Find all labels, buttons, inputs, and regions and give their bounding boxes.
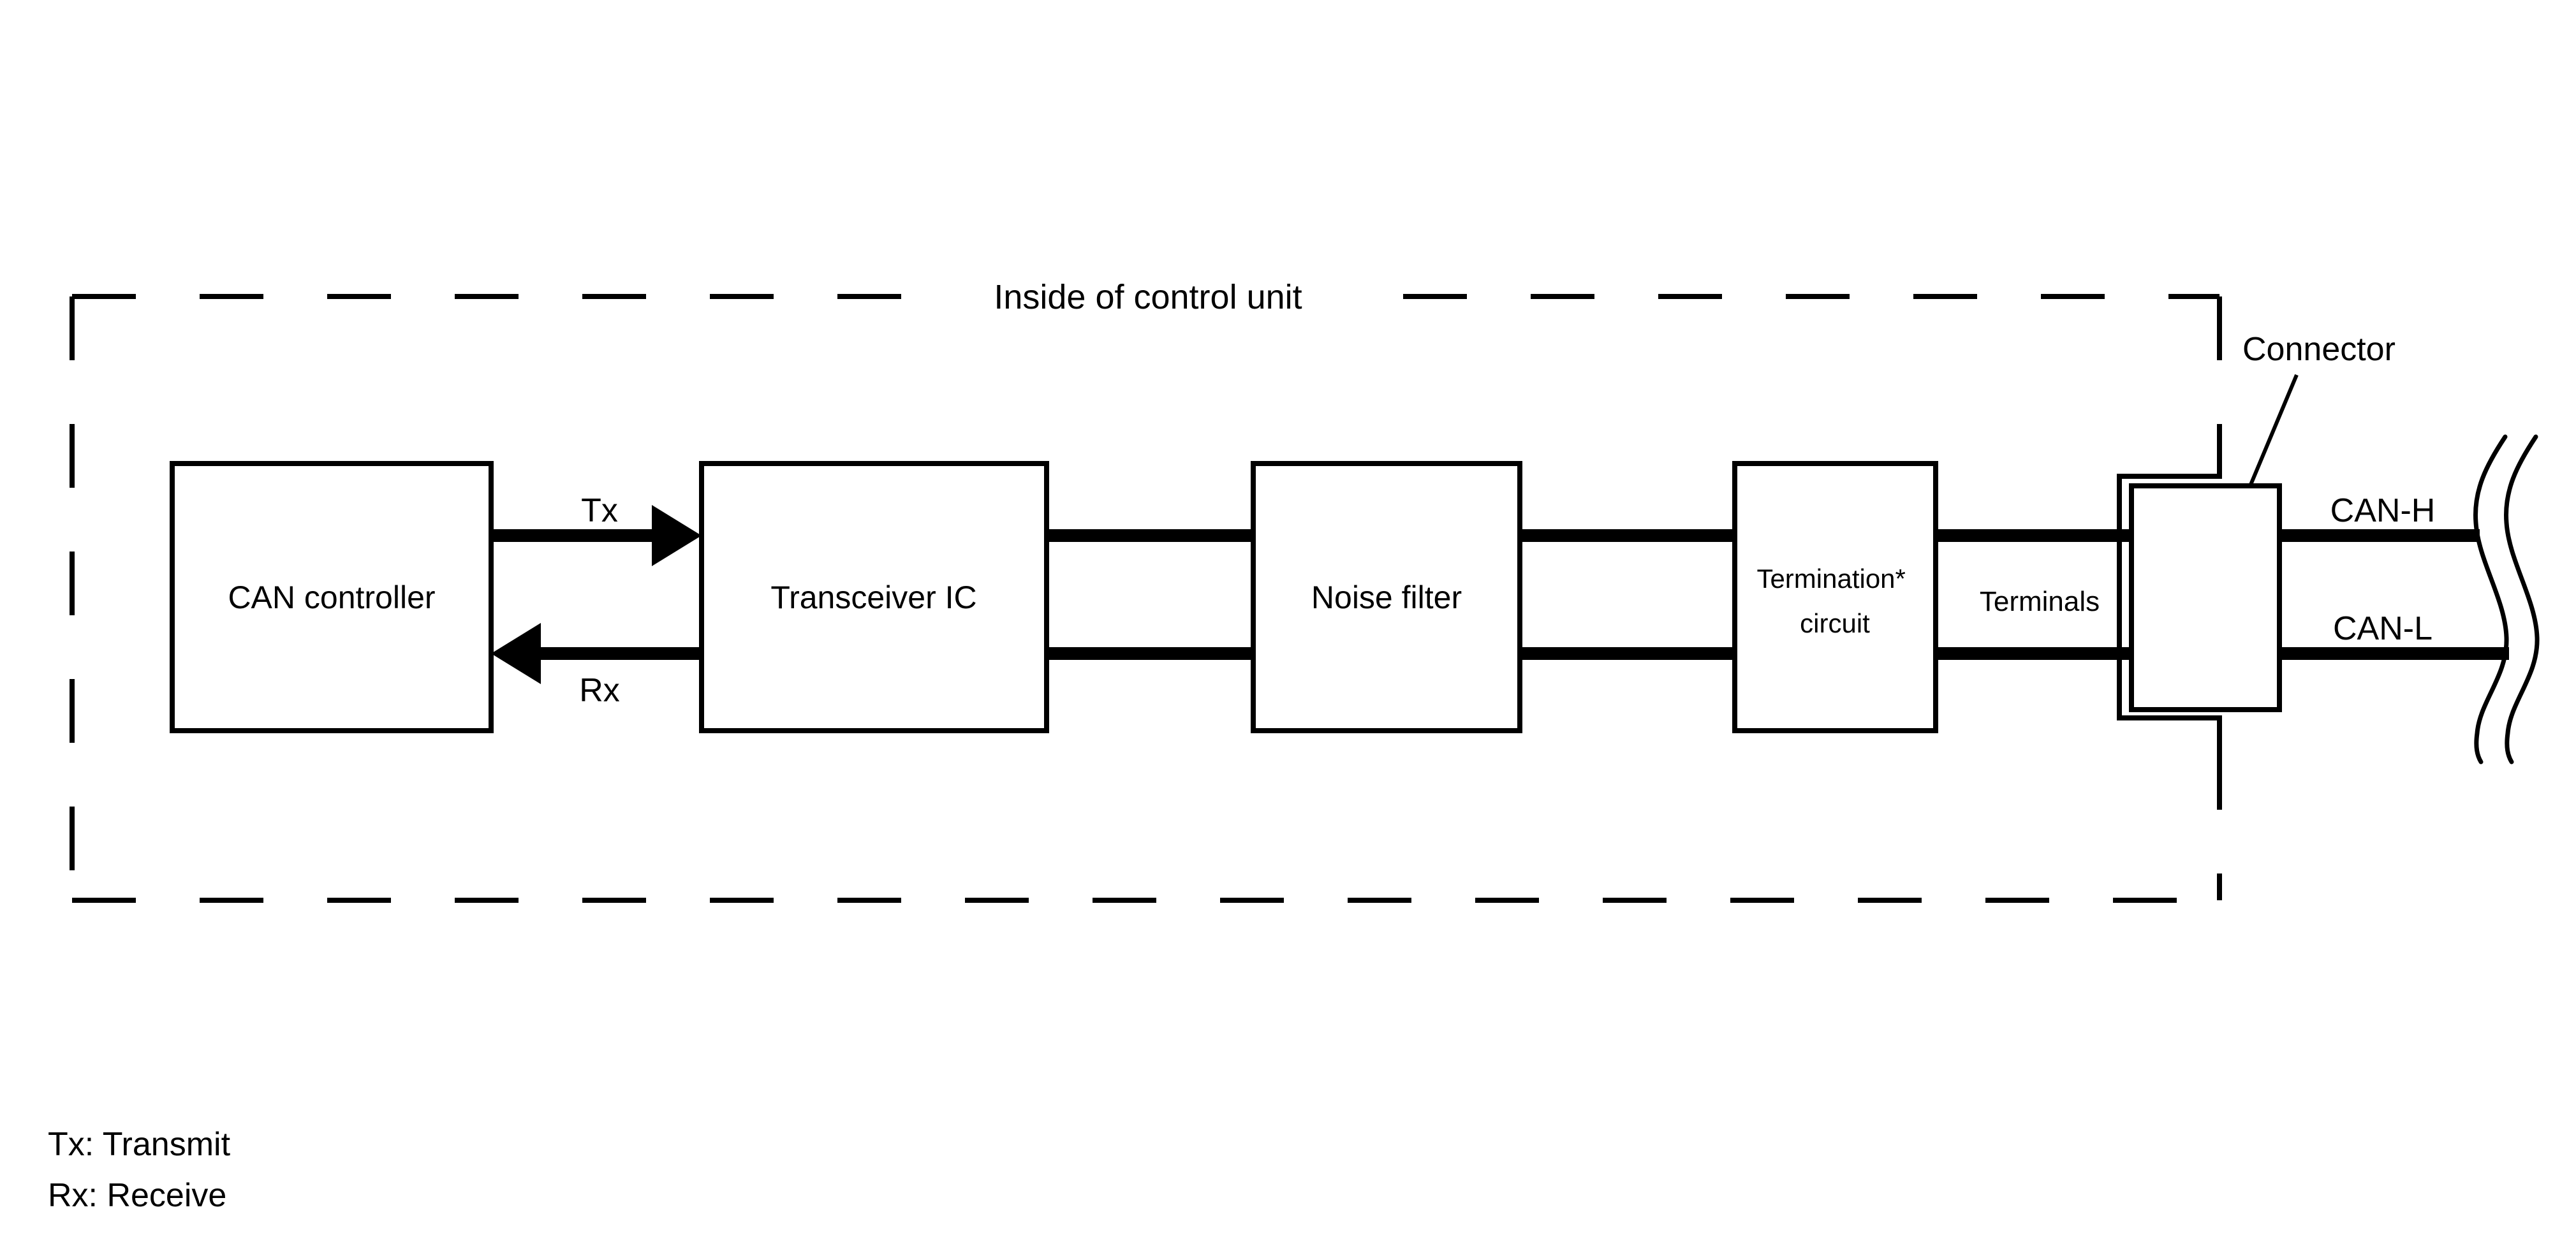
can-h-label: CAN-H — [2330, 492, 2436, 529]
noise-filter-box — [1251, 461, 1522, 733]
component-boxes — [170, 461, 2282, 733]
bus-lines — [491, 529, 2509, 660]
connector-notch-outline — [2117, 446, 2222, 746]
legend-rx-note: Rx: Receive — [48, 1177, 226, 1214]
termination-circuit-box — [1732, 461, 1938, 733]
can-l-label: CAN-L — [2333, 610, 2432, 647]
rx-label: Rx — [579, 672, 620, 709]
terminals-label: Terminals — [1980, 586, 2100, 617]
rx-arrowhead-icon — [491, 623, 541, 684]
connector-leader-line — [2249, 374, 2299, 486]
connector-label: Connector — [2242, 331, 2396, 368]
tx-label: Tx — [581, 492, 618, 529]
connector-box — [2129, 483, 2282, 712]
transceiver-ic-box — [699, 461, 1049, 733]
noise-filter-label: Noise filter — [1311, 580, 1462, 615]
control-unit-title: Inside of control unit — [994, 278, 1302, 316]
transceiver-ic-label: Transceiver IC — [770, 580, 976, 615]
can-controller-box — [170, 461, 494, 733]
legend-tx-note: Tx: Transmit — [48, 1126, 231, 1163]
cable-break-right-wave — [2503, 434, 2540, 764]
cable-break-left-wave — [2473, 434, 2509, 764]
control-unit-boundary — [70, 294, 2222, 903]
tx-arrowhead-icon — [652, 505, 702, 566]
termination-circuit-label-line1: Termination* — [1756, 564, 1905, 594]
can-controller-label: CAN controller — [228, 580, 435, 615]
termination-circuit-label: Termination* circuit — [1756, 564, 1913, 638]
cable-break-icon — [2473, 434, 2540, 764]
termination-circuit-label-line2: circuit — [1800, 608, 1870, 638]
